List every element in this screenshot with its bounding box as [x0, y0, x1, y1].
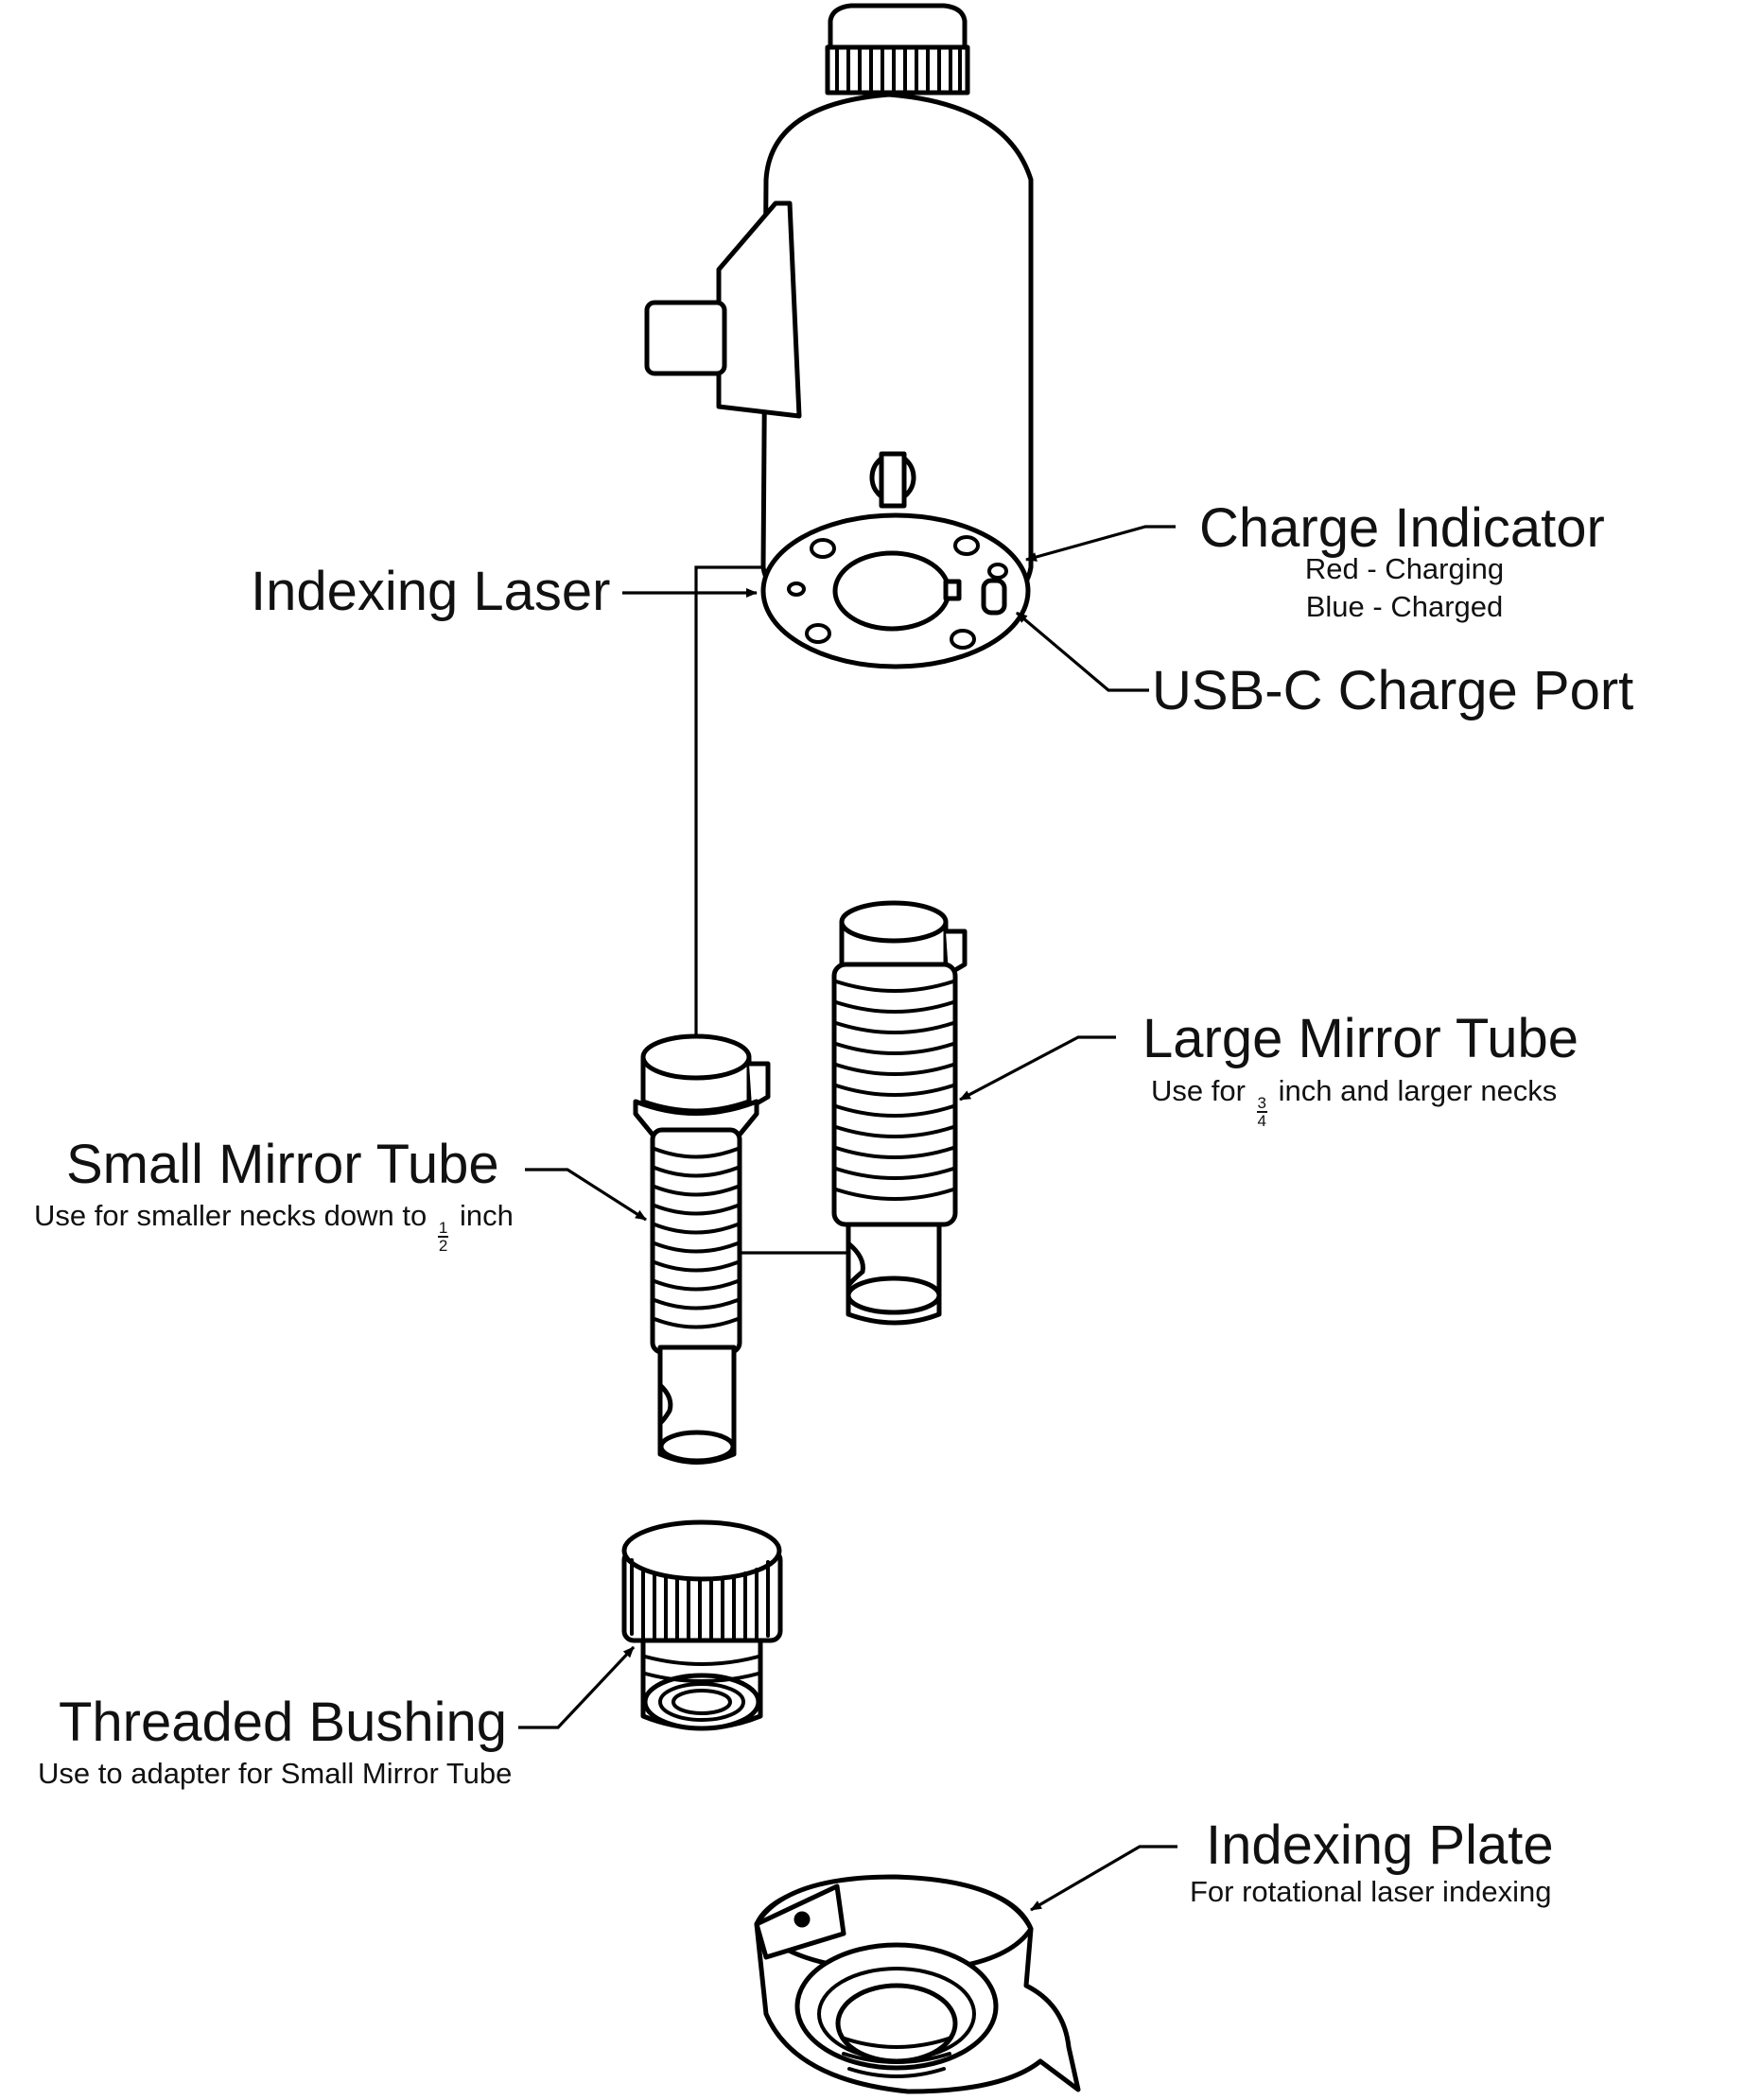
leader-small-tube	[525, 1168, 647, 1222]
frac-numerator: 1	[437, 1219, 449, 1238]
indexing-plate-note: For rotational laser indexing	[1190, 1875, 1552, 1908]
side-clip	[716, 200, 802, 419]
large-mirror-tube-title: Large Mirror Tube	[1142, 1008, 1578, 1069]
threaded-bushing-icon	[621, 1519, 783, 1731]
laser-aperture	[787, 581, 806, 597]
cap-top	[828, 3, 968, 50]
cap-knurl-lines	[835, 47, 962, 93]
large-tube-note-suffix: inch and larger necks	[1278, 1074, 1558, 1107]
small-mirror-tube-icon	[633, 1033, 771, 1465]
side-button	[644, 300, 727, 376]
three-quarter-fraction: 3 4	[1256, 1094, 1268, 1130]
threaded-bushing-note: Use to adapter for Small Mirror Tube	[38, 1757, 513, 1790]
threaded-bushing-title: Threaded Bushing	[59, 1692, 507, 1753]
frac-denominator: 2	[438, 1237, 448, 1255]
plate-inner-threads	[840, 2036, 953, 2078]
indexing-plate-title: Indexing Plate	[1206, 1814, 1554, 1876]
frac-denominator: 4	[1257, 1112, 1267, 1130]
small-tube-note-suffix: inch	[459, 1199, 514, 1232]
small-tube-note-prefix: Use for smaller necks down to	[34, 1199, 427, 1232]
face-hole-4	[950, 629, 976, 650]
indexing-plate-icon	[754, 1874, 1081, 2094]
leader-charge-indicator	[1025, 525, 1176, 562]
bushing-outer-threads	[643, 1655, 760, 1683]
cap-knurl	[825, 44, 970, 95]
charge-indicator-title: Charge Indicator	[1199, 497, 1605, 559]
face-hole-2	[953, 535, 980, 556]
leader-large-tube	[959, 1035, 1116, 1102]
large-tube-threads	[834, 980, 955, 1201]
frac-numerator: 3	[1256, 1094, 1268, 1113]
large-tube-note-prefix: Use for	[1151, 1074, 1246, 1107]
face-knob-post	[879, 451, 907, 509]
laser-unit-icon	[644, 3, 1034, 669]
small-tube-threads	[653, 1147, 740, 1329]
usb-c-port-title: USB-C Charge Port	[1152, 660, 1634, 721]
bushing-knurl-lines	[630, 1558, 770, 1649]
bore-key	[943, 579, 962, 601]
leader-usb-c	[1015, 611, 1149, 692]
charge-indicator-red: Red - Charging	[1304, 552, 1505, 585]
face-hole-1	[810, 538, 836, 559]
leader-indexing-plate	[1030, 1845, 1177, 1912]
face-hole-3	[805, 623, 831, 644]
charge-led	[987, 563, 1008, 580]
small-mirror-tube-note: Use for smaller necks down to 1 2 inch	[34, 1201, 514, 1254]
large-mirror-tube-icon	[831, 900, 968, 1326]
large-mirror-tube-note: Use for 3 4 inch and larger necks	[1151, 1076, 1557, 1129]
leader-lines	[518, 525, 1177, 1912]
charge-indicator-blue: Blue - Charged	[1305, 590, 1504, 623]
usb-c-port	[981, 578, 1007, 616]
indexing-laser-title: Indexing Laser	[251, 561, 611, 622]
one-half-fraction: 1 2	[437, 1219, 449, 1255]
leader-bushing	[518, 1645, 636, 1729]
small-mirror-tube-title: Small Mirror Tube	[66, 1134, 499, 1195]
